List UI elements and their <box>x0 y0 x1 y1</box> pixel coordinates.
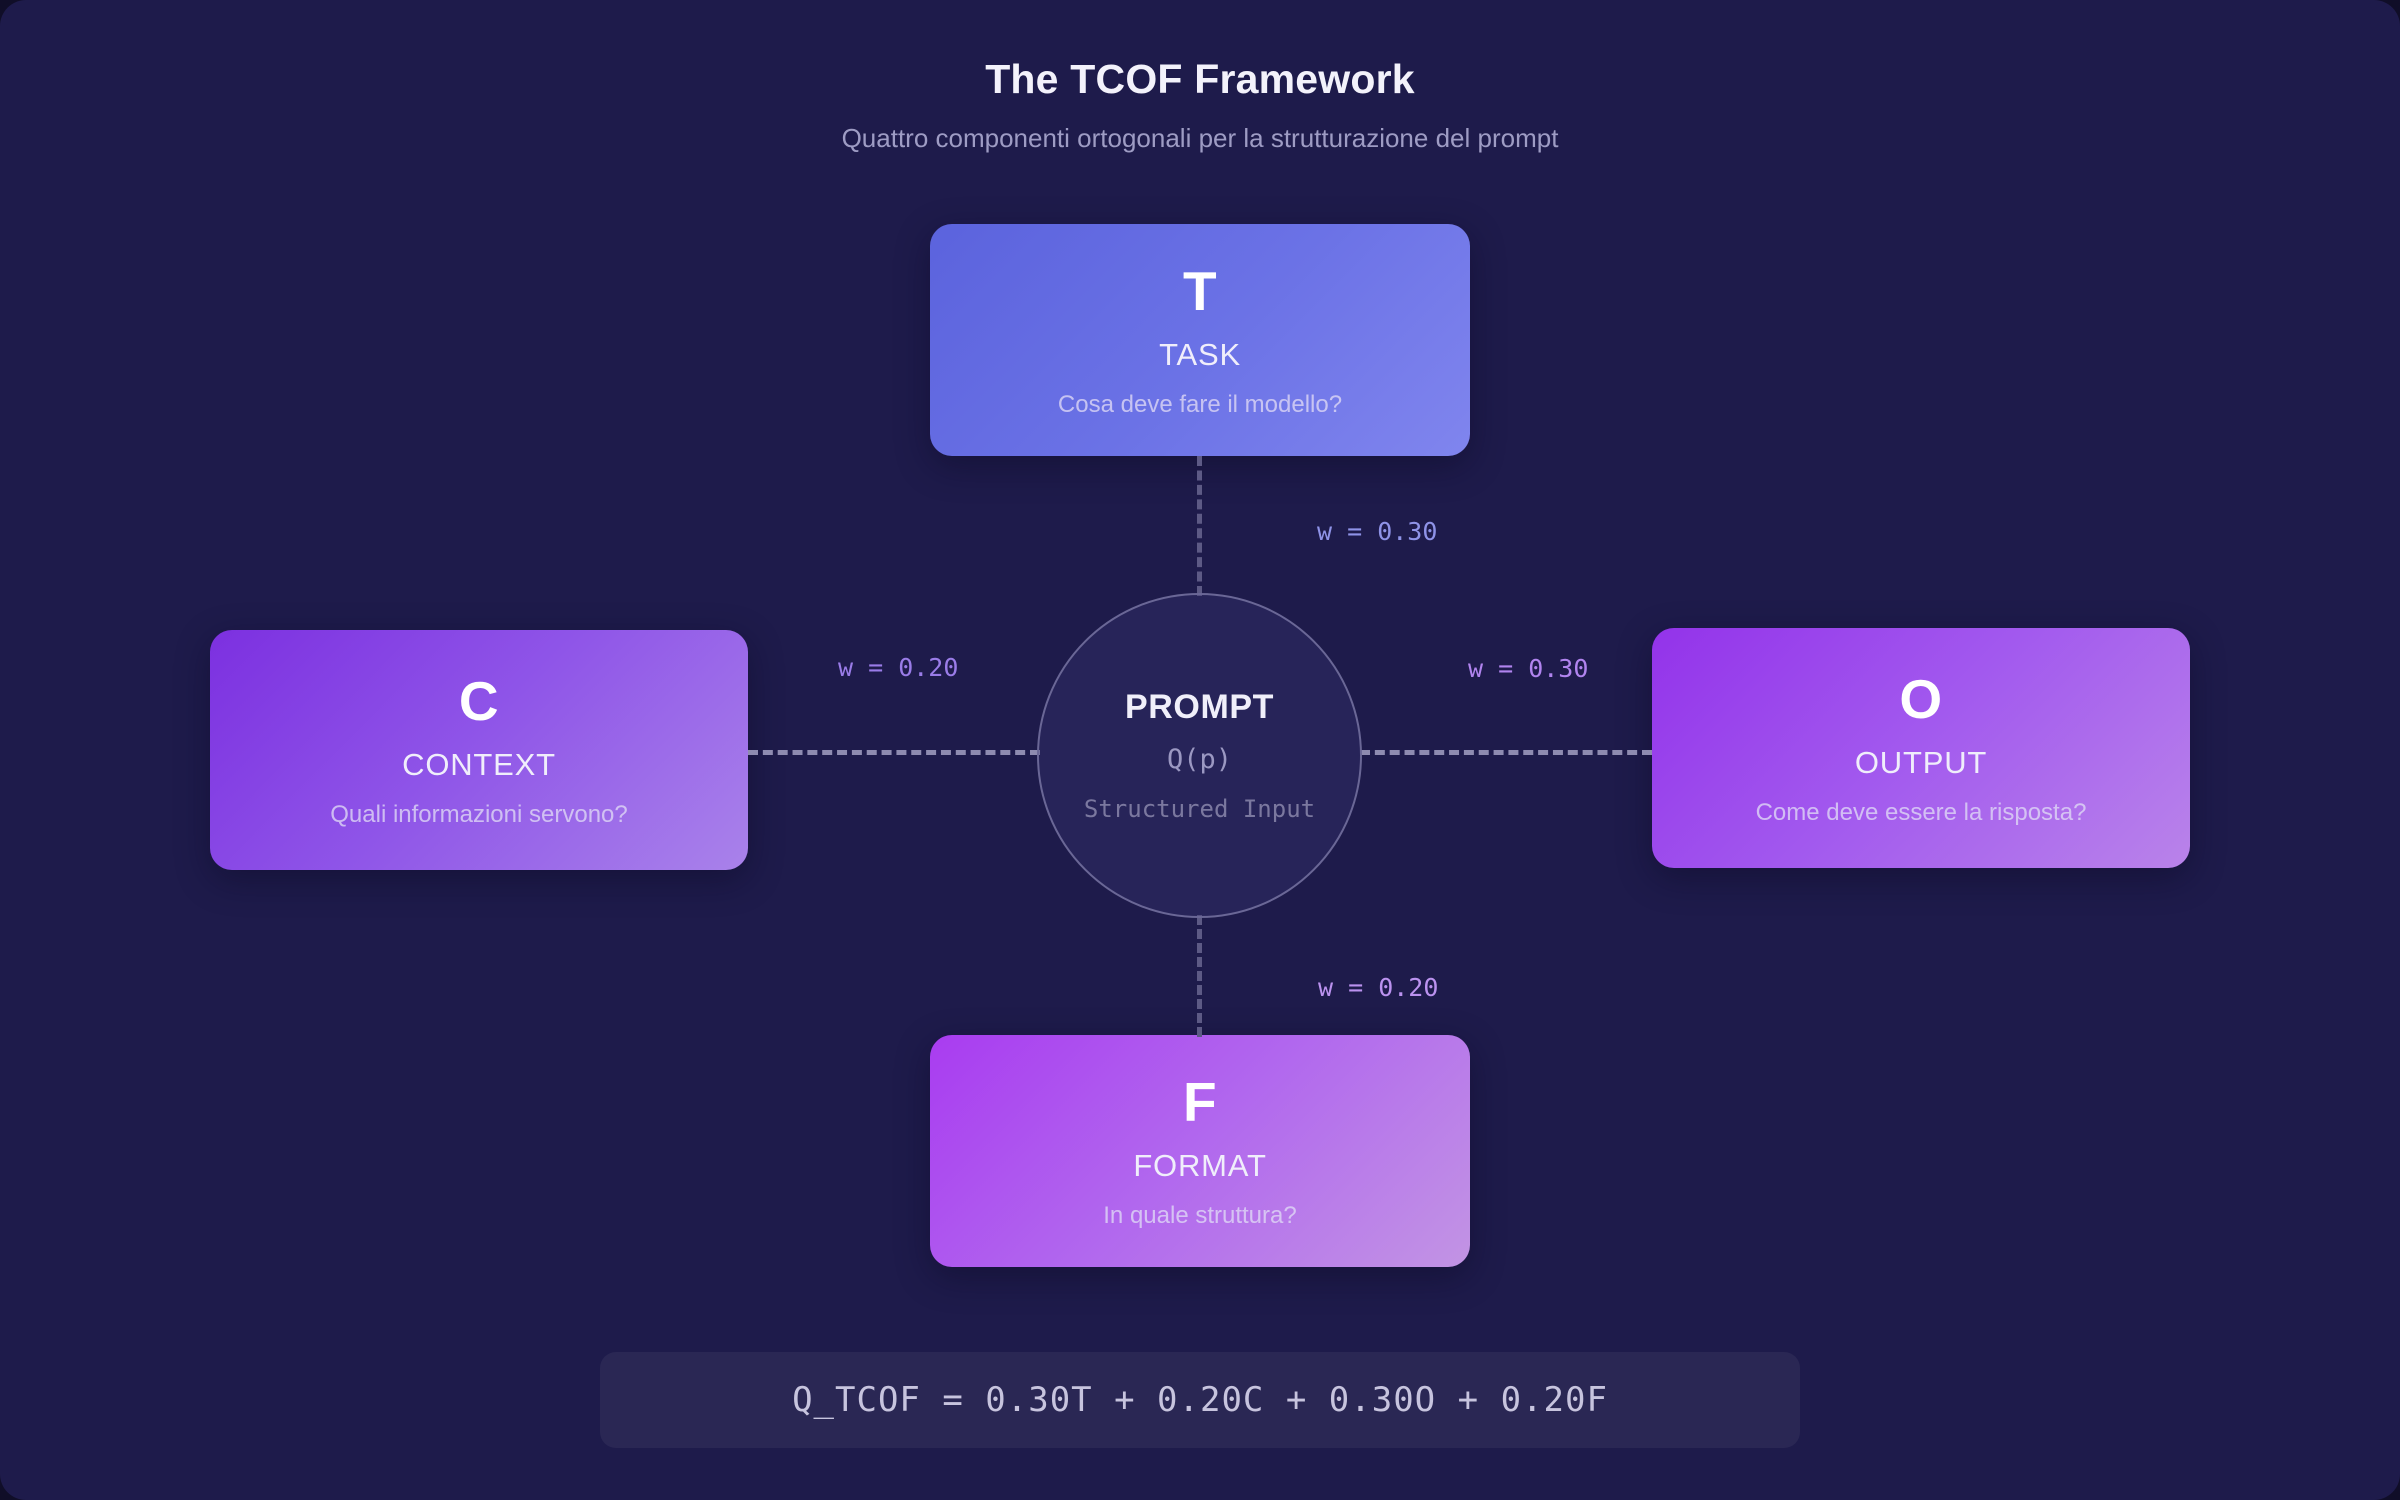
node-question-format: In quale struttura? <box>1103 1201 1297 1229</box>
formula-text: Q_TCOF = 0.30T + 0.20C + 0.30O + 0.20F <box>792 1380 1608 1420</box>
prompt-hub-title: PROMPT <box>1124 688 1275 726</box>
connector-prompt-to-format <box>1197 915 1202 1037</box>
node-name-task: TASK <box>1159 336 1241 372</box>
node-question-output: Come deve essere la risposta? <box>1755 798 2087 826</box>
prompt-hub-formula: Q(p) <box>1166 744 1233 775</box>
weight-label-format: w = 0.20 <box>1318 973 1439 1002</box>
node-card-format[interactable]: F FORMAT In quale struttura? <box>930 1035 1470 1267</box>
page-subtitle: Quattro componenti ortogonali per la str… <box>841 123 1559 154</box>
node-card-output[interactable]: O OUTPUT Come deve essere la risposta? <box>1652 628 2190 868</box>
node-letter-task: T <box>1182 259 1218 322</box>
node-letter-format: F <box>1182 1070 1218 1133</box>
weight-label-task: w = 0.30 <box>1317 517 1438 546</box>
node-name-format: FORMAT <box>1133 1147 1267 1183</box>
weight-label-output: w = 0.30 <box>1468 654 1589 683</box>
node-card-task[interactable]: T TASK Cosa deve fare il modello? <box>930 224 1470 456</box>
node-card-context[interactable]: C CONTEXT Quali informazioni servono? <box>210 630 748 870</box>
connector-prompt-to-output <box>1360 750 1652 755</box>
node-letter-context: C <box>458 669 500 732</box>
node-question-task: Cosa deve fare il modello? <box>1057 390 1343 418</box>
node-letter-output: O <box>1899 667 1943 730</box>
prompt-hub-caption: Structured Input <box>1083 795 1316 823</box>
formula-bar: Q_TCOF = 0.30T + 0.20C + 0.30O + 0.20F <box>600 1352 1800 1448</box>
prompt-hub[interactable]: PROMPT Q(p) Structured Input <box>1037 593 1362 918</box>
weight-label-context: w = 0.20 <box>838 653 959 682</box>
node-question-context: Quali informazioni servono? <box>330 800 628 828</box>
node-name-context: CONTEXT <box>402 746 556 782</box>
connector-task-to-prompt <box>1197 456 1202 596</box>
header: The TCOF Framework Quattro componenti or… <box>0 55 2400 154</box>
page-title: The TCOF Framework <box>985 56 1415 102</box>
node-name-output: OUTPUT <box>1854 744 1988 780</box>
connector-context-to-prompt <box>748 750 1040 755</box>
